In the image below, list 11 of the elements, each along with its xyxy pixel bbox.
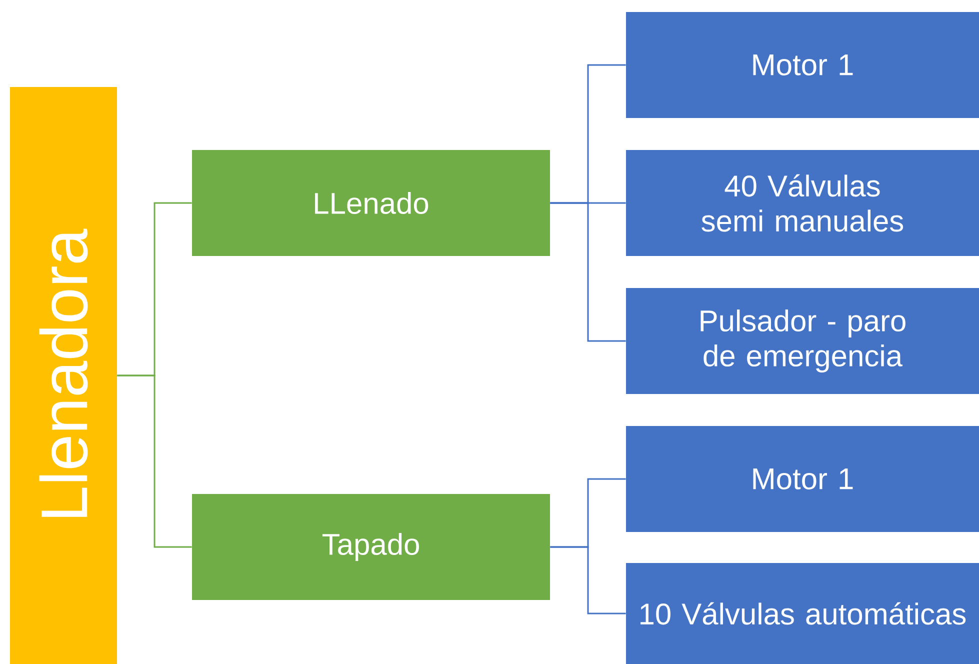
item-box: 40 Válvulas semi manuales (626, 150, 979, 256)
connector-line (550, 546, 626, 614)
connector-line (550, 202, 626, 342)
item-box: Pulsador - paro de emergencia (626, 288, 979, 394)
item-box: Motor 1 (626, 426, 979, 532)
group-box: LLenado (192, 150, 550, 256)
item-box: 10 Válvulas automáticas (626, 563, 979, 664)
connector-line (117, 374, 192, 548)
group-box: Tapado (192, 494, 550, 600)
item-box: Motor 1 (626, 12, 979, 118)
category-bar: Llenadora (10, 87, 117, 664)
